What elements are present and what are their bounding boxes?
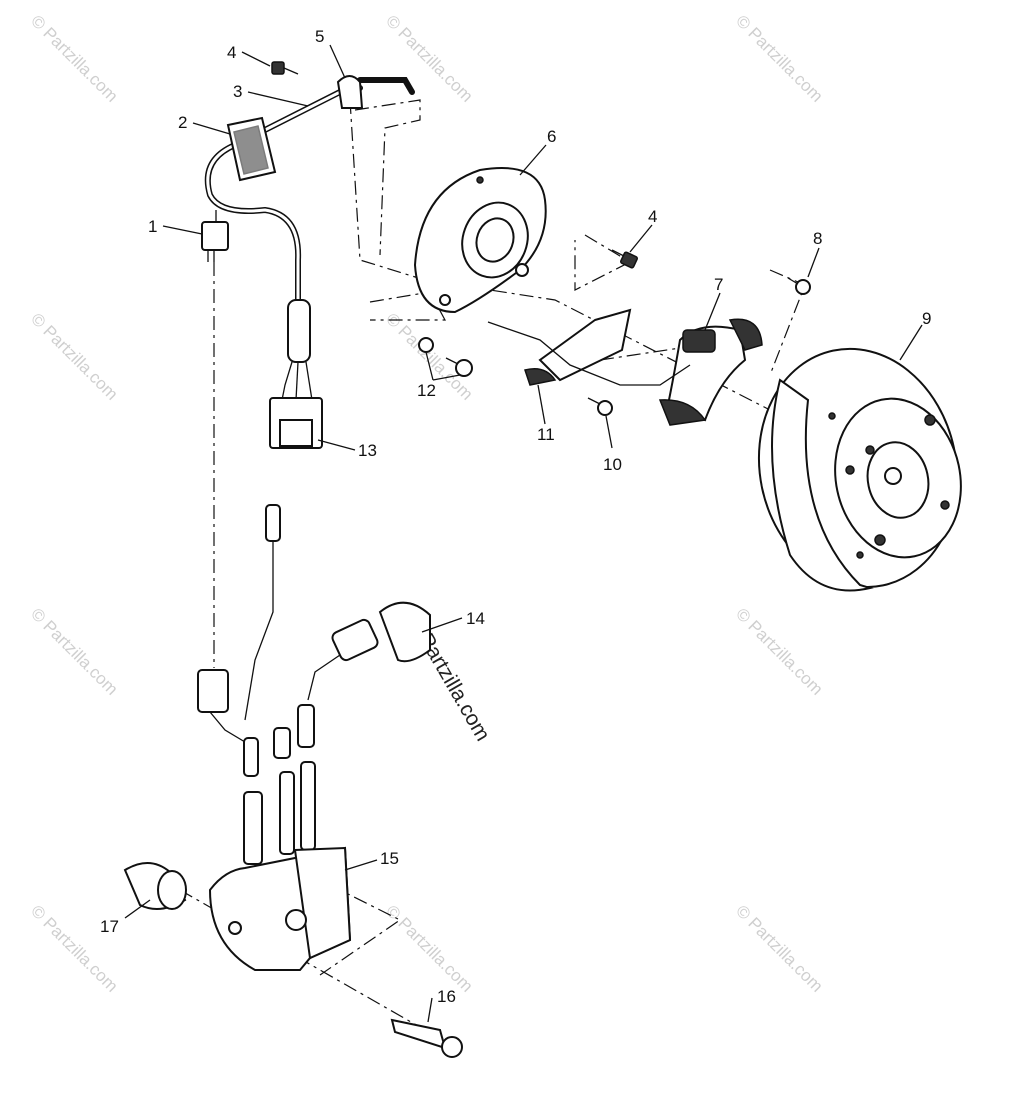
stator-coil bbox=[658, 318, 763, 426]
screw-and-washer bbox=[418, 337, 473, 377]
callout-2: 2 bbox=[178, 113, 187, 132]
callout-5: 5 bbox=[315, 27, 324, 46]
callout-13: 13 bbox=[358, 441, 377, 460]
watermark-text: © Partzilla.com bbox=[732, 604, 826, 698]
connector bbox=[201, 221, 229, 262]
callout-4-upper: 4 bbox=[227, 43, 236, 62]
callout-7: 7 bbox=[714, 275, 723, 294]
bolt bbox=[271, 61, 299, 75]
callout-11: 11 bbox=[537, 425, 555, 444]
watermark-text: © Partzilla.com bbox=[732, 901, 826, 995]
watermark-text: © Partzilla.com bbox=[27, 604, 121, 698]
bolt bbox=[390, 1018, 463, 1058]
callout-4-lower: 4 bbox=[648, 207, 657, 226]
spark-plug-cap bbox=[331, 601, 431, 663]
callout-17: 17 bbox=[100, 917, 119, 936]
bolt bbox=[611, 249, 638, 269]
watermark-text: © Partzilla.com bbox=[27, 901, 121, 995]
callout-12: 12 bbox=[417, 381, 436, 400]
watermark-text: © Partzilla.com bbox=[27, 11, 121, 105]
callout-3: 3 bbox=[233, 82, 242, 101]
callout-6: 6 bbox=[547, 127, 556, 146]
lower-wires bbox=[197, 504, 341, 865]
callout-14: 14 bbox=[466, 609, 485, 628]
rubber-boot bbox=[123, 862, 187, 910]
watermark-text: © Partzilla.com bbox=[732, 11, 826, 105]
callout-16: 16 bbox=[437, 987, 456, 1006]
harness-connector bbox=[269, 397, 323, 449]
clamp bbox=[336, 75, 364, 109]
screw bbox=[587, 397, 613, 416]
stator-plate bbox=[413, 167, 547, 314]
regulator bbox=[226, 116, 277, 182]
callout-labels: 1 2 3 4 4 5 6 7 8 9 10 11 12 13 14 15 16… bbox=[100, 27, 931, 1006]
callout-1: 1 bbox=[148, 217, 157, 236]
callout-10: 10 bbox=[603, 455, 622, 474]
watermark-text: © Partzilla.com bbox=[382, 901, 476, 995]
watermark-text: © Partzilla.com bbox=[382, 11, 476, 105]
watermark-text: © Partzilla.com bbox=[27, 309, 121, 403]
callout-15: 15 bbox=[380, 849, 399, 868]
bolt bbox=[787, 277, 811, 295]
flywheel bbox=[757, 347, 962, 592]
callout-9: 9 bbox=[922, 309, 931, 328]
pulser-coil bbox=[487, 308, 691, 386]
watermark-layer: © Partzilla.com © Partzilla.com © Partzi… bbox=[27, 11, 826, 995]
ignition-coil bbox=[208, 846, 352, 971]
callout-leaders bbox=[124, 44, 923, 1023]
callout-8: 8 bbox=[813, 229, 822, 248]
